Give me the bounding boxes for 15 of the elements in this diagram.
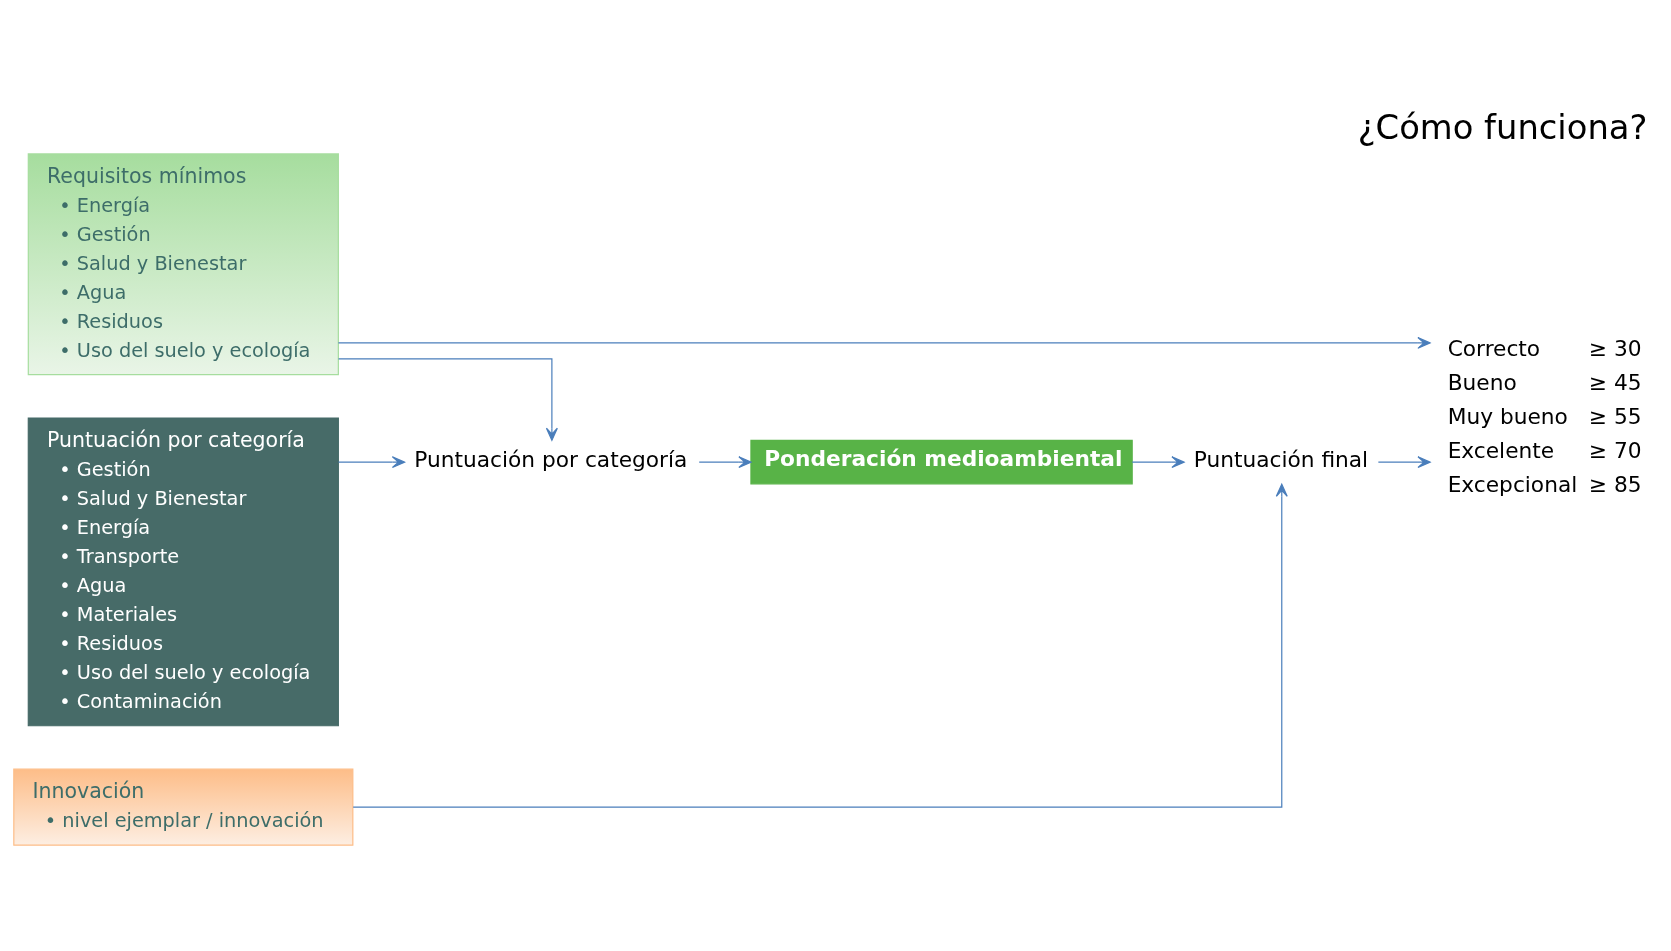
arrow [698,455,752,468]
arrow [1377,455,1431,468]
node-box: Requisitos mínimos • Energía • Gestión • Salud y Bienestar • Agua • Residuos • Uso del suelo y ecología [27,152,339,375]
arrow [337,336,1431,349]
node-box: Puntuación por categoría • Gestión • Salud y Bienestar • Energía • Transporte • Agua • Materiales • Residuos • Uso del suelo y ecología • Contaminación [27,417,339,726]
arrow [1131,455,1185,468]
node-box: Innovación • nivel ejemplar / innovación [12,768,353,846]
node-text: Correcto ≥ 30 Bueno ≥ 45 Muy bueno ≥ 55 Excelente ≥ 70 Excepcional ≥ 85 [1447,335,1642,497]
arrow [352,483,1288,808]
node-text: Puntuación final [1193,446,1368,472]
diagram-title: ¿Cómo funciona? [1357,107,1647,147]
node-text: Puntuación por categoría [413,446,687,472]
node-box: Ponderación medioambiental [749,439,1133,484]
arrow [337,455,405,468]
arrow [337,357,558,441]
